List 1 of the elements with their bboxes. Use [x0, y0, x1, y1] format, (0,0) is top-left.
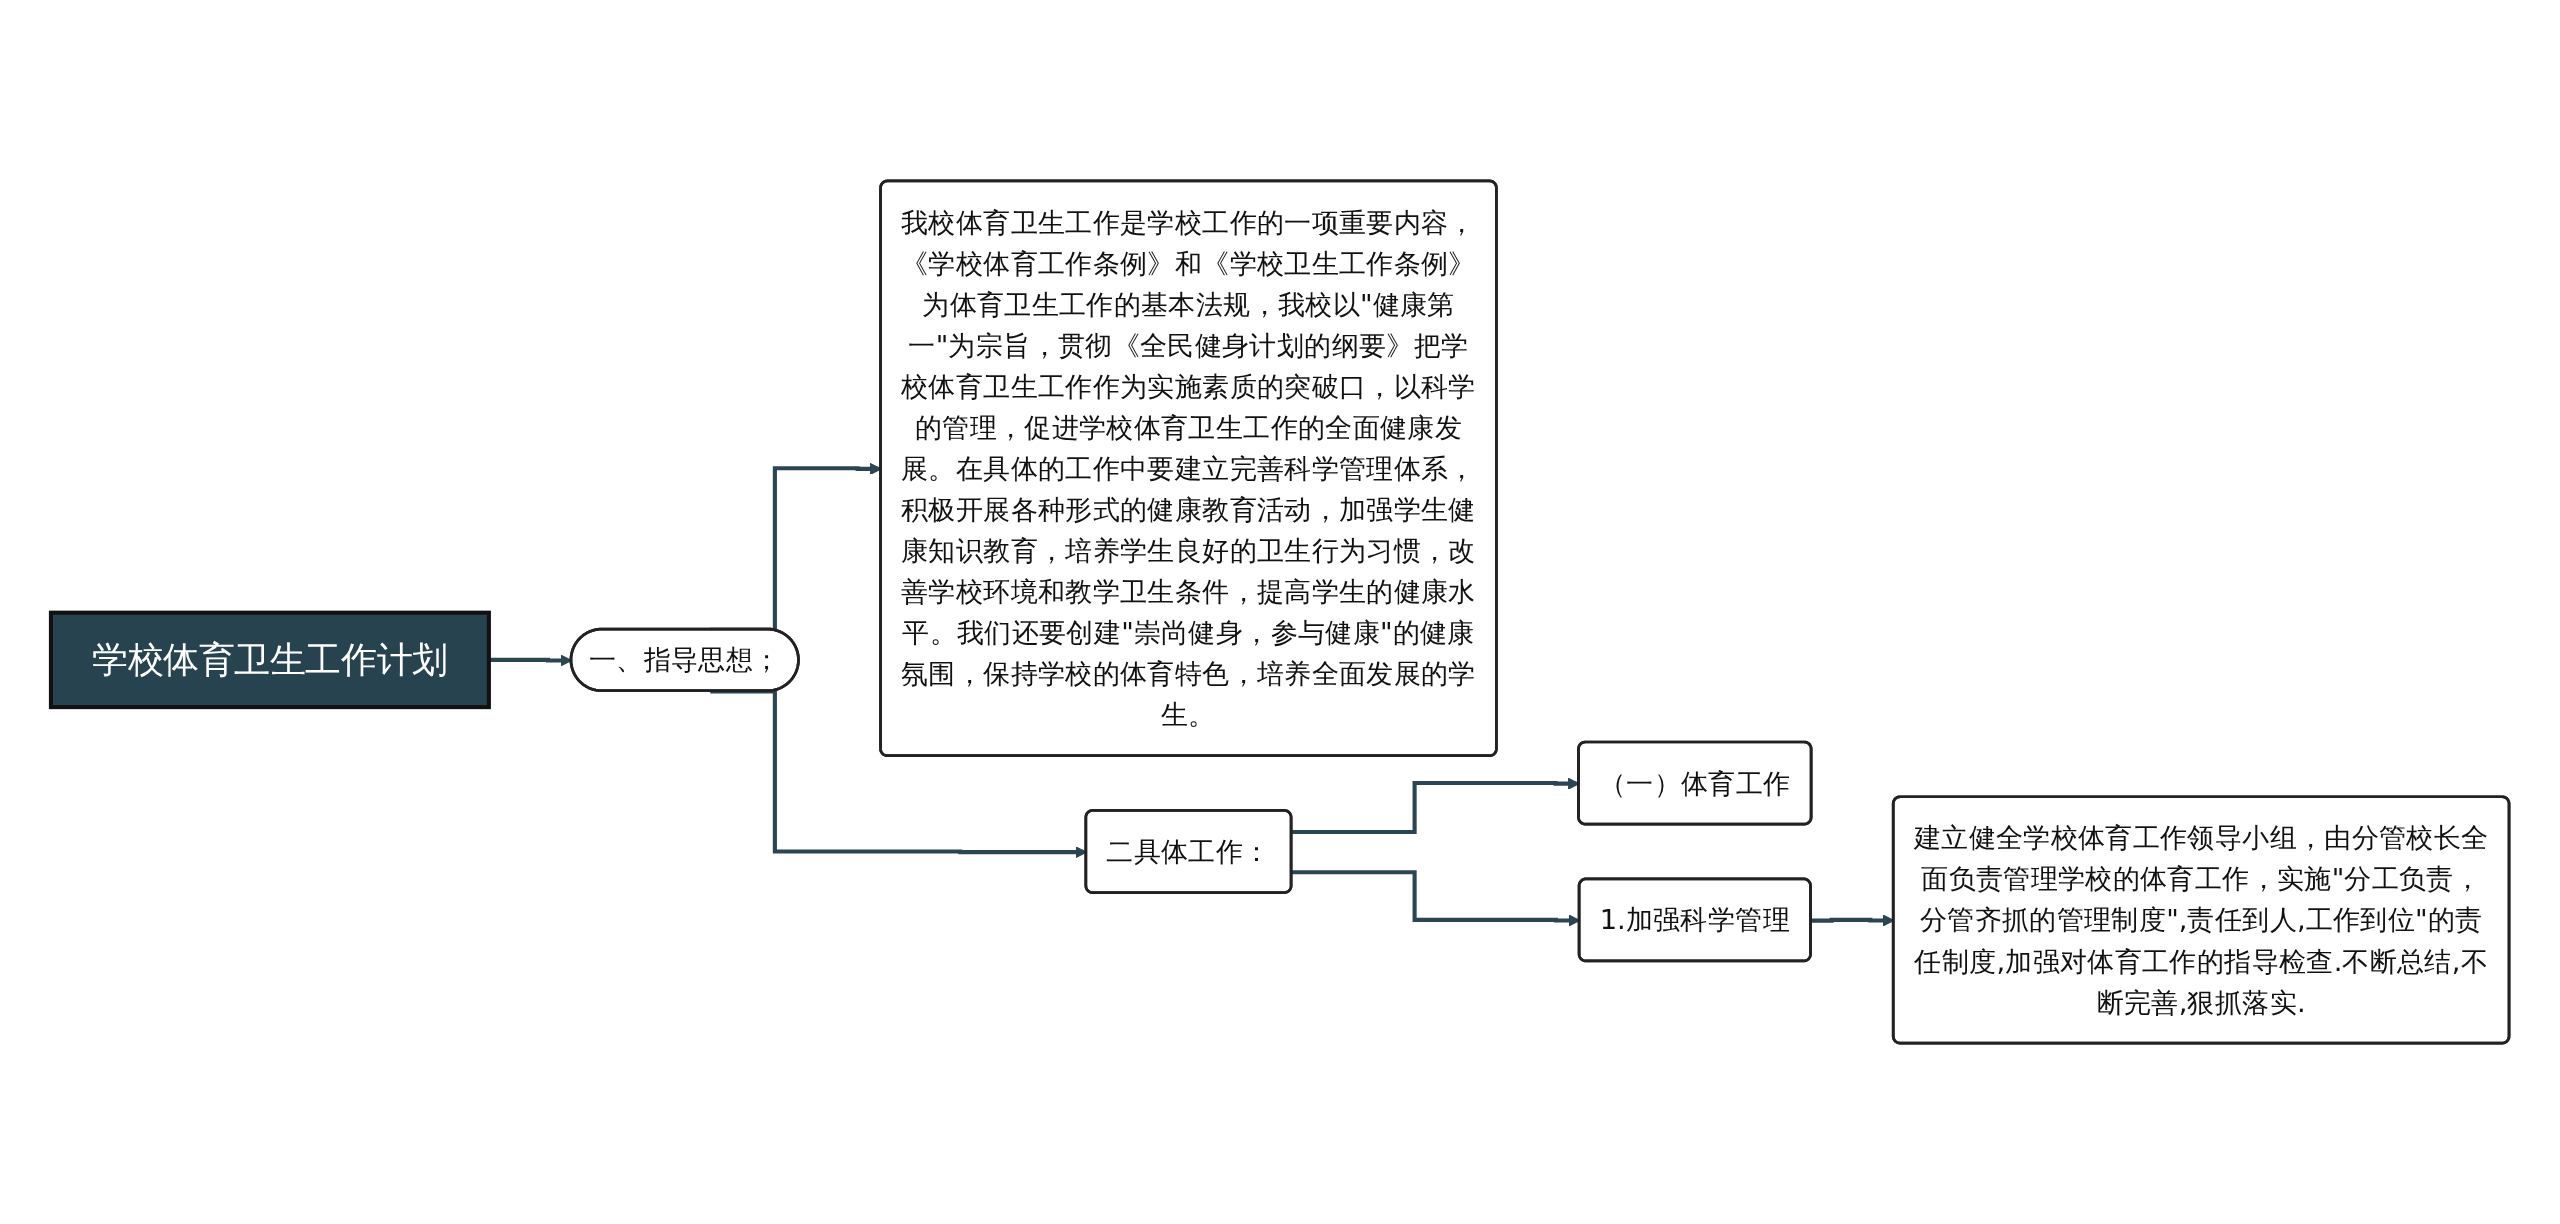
node-box: 学校体育卫生工作计划 [48, 610, 491, 710]
